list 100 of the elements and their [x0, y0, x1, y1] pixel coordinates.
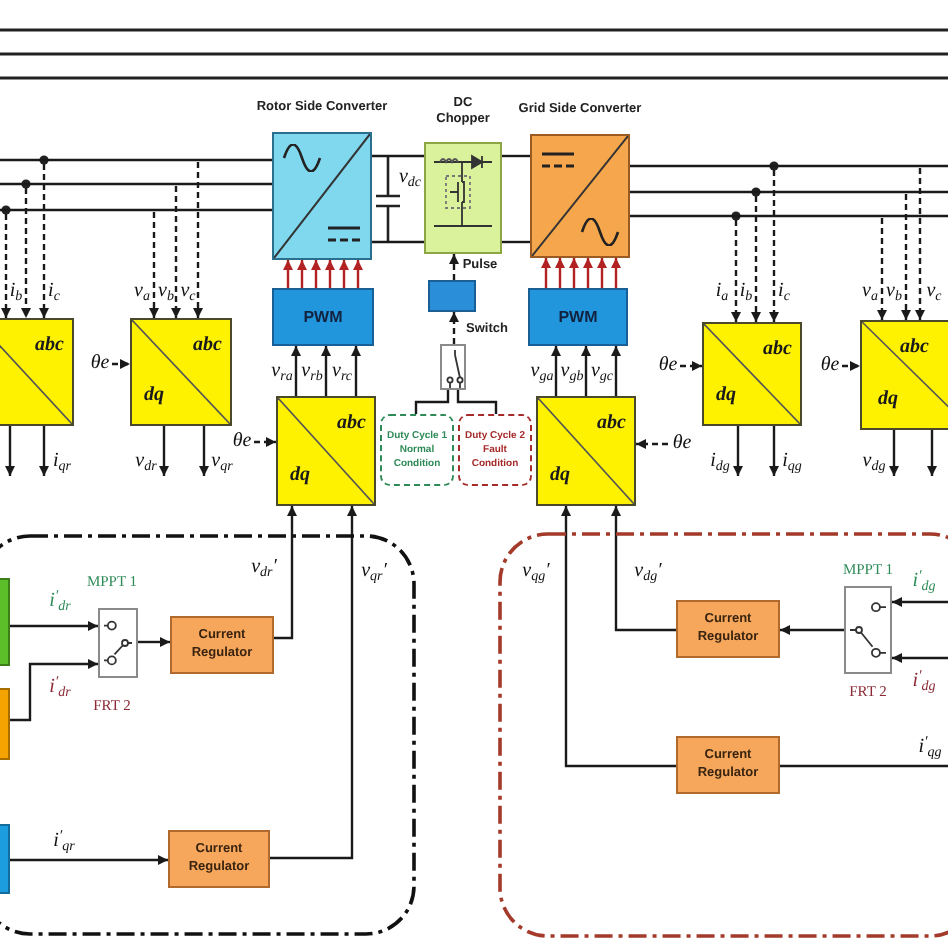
dashed-arrow — [449, 254, 459, 280]
dashed-arrow — [254, 437, 276, 447]
signal-label: i$_{qg}$ — [782, 452, 802, 472]
arrow — [541, 258, 551, 288]
dashed-arrow — [1, 214, 11, 318]
dashed-arrow — [149, 212, 159, 318]
arrow — [199, 426, 209, 476]
transform-block — [536, 396, 636, 506]
regulator-block — [168, 830, 270, 888]
signal-label: θe — [90, 354, 110, 374]
arrow — [555, 258, 565, 288]
regulator-block — [676, 600, 780, 658]
pulse-block — [428, 280, 476, 312]
connector-line — [630, 164, 948, 168]
regulator-block — [676, 736, 780, 794]
block-label: abc — [763, 340, 792, 360]
signal-label: v$_{qr}$ — [211, 452, 233, 472]
signal-label: θe — [672, 434, 692, 454]
signal-label: v$_{a}$ — [862, 282, 878, 302]
connector-line — [414, 390, 450, 414]
arrow — [892, 597, 948, 607]
dashed-arrow — [731, 220, 741, 322]
block-label: PWM — [558, 308, 598, 326]
dashed-arrow — [769, 170, 779, 322]
arrow — [39, 426, 49, 476]
block-label: dq — [550, 466, 570, 486]
signal-label: v$_{gc}$ — [590, 362, 614, 382]
arrow — [270, 506, 357, 860]
condition-box — [380, 414, 454, 486]
arrow — [561, 506, 676, 768]
block-label: abc — [597, 414, 626, 434]
dashed-arrow — [915, 168, 925, 320]
signal-label: v$_{ga}$ — [530, 362, 554, 382]
signal-label: i$_{c}$ — [48, 282, 60, 302]
pwm-block — [528, 288, 628, 346]
transform-block — [702, 322, 802, 426]
arrow — [10, 659, 98, 722]
signal-label: θe — [658, 356, 678, 376]
arrow — [159, 426, 169, 476]
block-label: PWM — [303, 308, 343, 326]
condition-box — [458, 414, 532, 486]
signal-label: i$_{qr}$ — [53, 452, 71, 472]
arrow — [339, 260, 349, 288]
connector-line — [630, 190, 948, 194]
block-label: dq — [144, 386, 164, 406]
dashed-arrow — [680, 361, 702, 371]
connector-line — [0, 182, 272, 186]
voltage-label: v$_{dc}$ — [398, 168, 422, 188]
connector-line — [502, 154, 530, 158]
connector-line — [372, 154, 424, 158]
arrow — [10, 621, 98, 631]
arrow — [581, 346, 591, 396]
arrow — [733, 426, 743, 476]
arrow — [297, 260, 307, 288]
dashed-arrow — [449, 312, 459, 344]
signal-label: v$_{a}$ — [134, 282, 150, 302]
signal-label: v$_{dg}$′ — [634, 562, 662, 582]
arrow — [311, 260, 321, 288]
signal-label: i$_{c}$ — [778, 282, 790, 302]
connector-line — [630, 214, 948, 218]
arrow — [780, 625, 844, 635]
arrow — [927, 430, 937, 476]
block-label: abc — [900, 338, 929, 358]
dashed-arrow — [842, 361, 860, 371]
dashed-arrow — [112, 359, 130, 369]
arrow — [138, 637, 170, 647]
arrow — [551, 346, 561, 396]
signal-label: v$_{c}$ — [180, 282, 196, 302]
dashed-arrow — [636, 439, 668, 449]
signal-label: v$_{dr}$ — [135, 452, 157, 472]
arrow — [321, 346, 331, 396]
transform-block — [860, 320, 948, 430]
signal-label: θe — [232, 432, 252, 452]
regulator-block — [170, 616, 274, 674]
signal-label: v$_{dr}$′ — [251, 558, 277, 578]
dashed-arrow — [901, 194, 911, 320]
dashed-arrow — [877, 218, 887, 320]
signal-label: v$_{qg}$′ — [522, 562, 550, 582]
block-label: dq — [290, 466, 310, 486]
arrow — [325, 260, 335, 288]
arrow — [889, 430, 899, 476]
dashed-arrow — [21, 188, 31, 318]
arrow — [283, 260, 293, 288]
control-loop-frame — [498, 532, 948, 938]
connector-line — [372, 240, 424, 244]
connector-line — [456, 390, 498, 414]
arrow — [5, 426, 15, 476]
control-loop-frame — [0, 534, 416, 936]
arrow — [583, 258, 593, 288]
signal-label: v$_{b}$ — [886, 282, 902, 302]
block-label: abc — [35, 336, 64, 356]
signal-label: i$_{b}$ — [9, 282, 23, 302]
arrow — [611, 258, 621, 288]
arrow — [597, 258, 607, 288]
arrow — [611, 506, 676, 632]
signal-label: v$_{dg}$ — [862, 452, 886, 472]
signal-label: v$_{qr}$′ — [361, 562, 387, 582]
arrow — [351, 346, 361, 396]
arrow — [10, 855, 168, 865]
arrow — [769, 426, 779, 476]
